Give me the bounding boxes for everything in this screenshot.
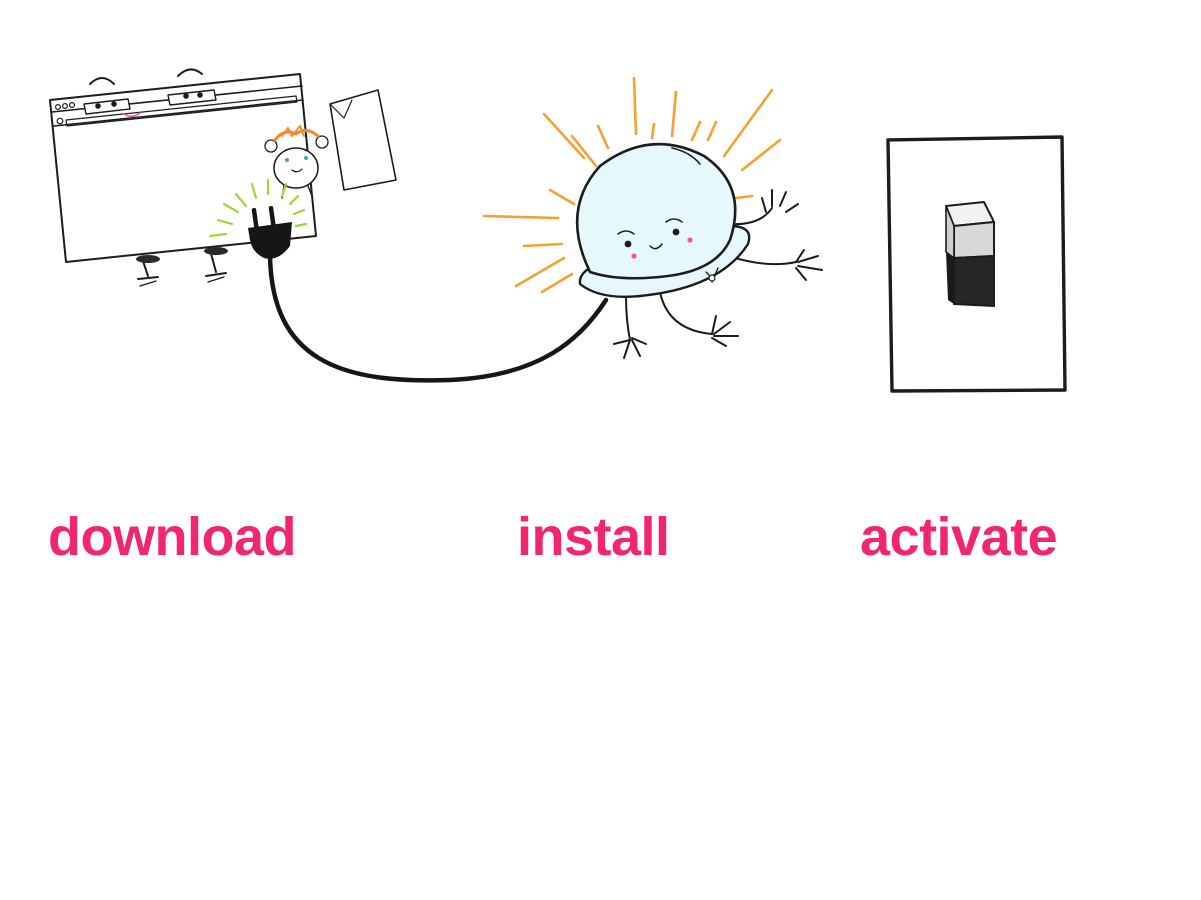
bear-mascot-icon	[264, 125, 329, 199]
illustration	[49, 68, 1067, 393]
browser-window-icon	[49, 68, 317, 287]
light-switch-icon	[886, 135, 1067, 393]
document-icon	[329, 89, 397, 191]
plug-icon	[248, 206, 292, 259]
spark-lines	[208, 178, 308, 238]
step-label-download: download	[48, 507, 296, 567]
cable	[267, 253, 609, 383]
glowing-blob-icon	[575, 142, 823, 359]
glow-rays	[482, 76, 782, 294]
step-label-install: install	[517, 507, 670, 567]
step-label-activate: activate	[860, 507, 1058, 567]
